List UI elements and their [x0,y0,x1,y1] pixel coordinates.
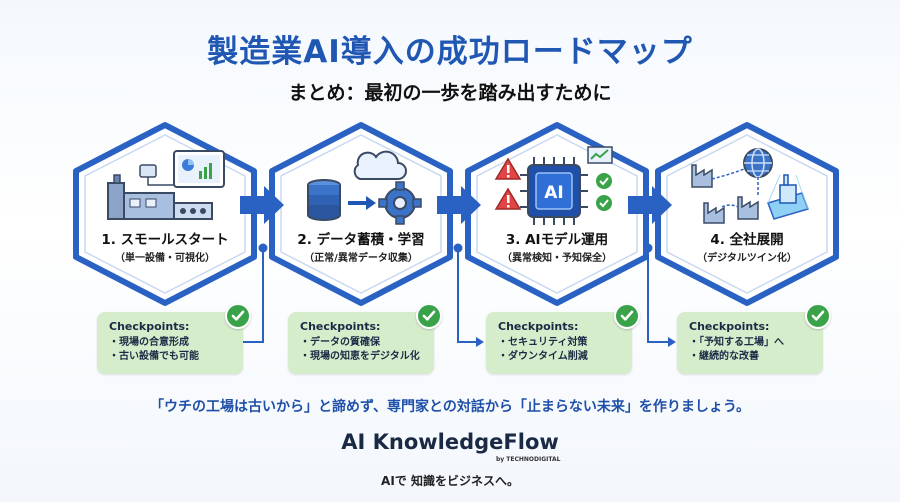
brand-tagline: AIで 知識をビジネスへ。 [381,474,519,488]
checkpoint-item: ・現場の合意形成 [109,337,189,348]
globe-factories-icon [691,148,809,224]
arrow-right-icon [437,186,481,224]
slogan: 「ウチの工場は古いから」と諦めず、専門家との対話から「止まらない未来」を作りまし… [149,399,751,415]
stage-title: 1. スモールスタート [101,232,229,248]
checkpoint-item: ・「予知する工場」へ [689,337,784,348]
ai-chip-icon: AI [494,146,613,225]
checkpoint-card-4: Checkpoints: ・「予知する工場」へ ・継続的な改善 [677,303,831,374]
stage-title: 3. AIモデル運用 [505,232,609,248]
stage-title: 2. データ蓄積・学習 [297,232,425,248]
checkpoint-card-2: Checkpoints: ・データの質確保 ・現場の知恵をデジタル化 [288,303,442,374]
page-subtitle: まとめ：最初の一歩を踏み出すために [288,82,612,104]
checkpoint-item: ・ダウンタイム削減 [498,351,588,362]
checkpoint-item: ・データの質確保 [300,337,380,348]
check-icon [225,303,251,329]
stage-1: 1. スモールスタート （単一設備・可視化） [70,121,260,307]
stage-subtitle: （デジタルツイン化） [697,253,797,264]
check-icon [805,303,831,329]
stage-subtitle: （単一設備・可視化） [115,253,215,264]
checkpoint-title: Checkpoints: [689,320,770,333]
factory-monitor-icon [107,150,225,220]
checkpoint-card-3: Checkpoints: ・セキュリティ対策 ・ダウンタイム削減 [486,303,640,374]
arrow-right-icon [240,186,284,224]
stage-3: AI 3. AIモデル運用 （異常検知・予知保全） [462,121,652,307]
checkpoint-title: Checkpoints: [498,320,579,333]
checkpoint-title: Checkpoints: [109,320,190,333]
checkpoint-item: ・セキュリティ対策 [498,337,588,348]
check-icon [416,303,442,329]
stage-2: 2. データ蓄積・学習 （正常/異常データ収集） [266,121,456,307]
stage-title: 4. 全社展開 [710,232,784,248]
stage-subtitle: （正常/異常データ収集） [304,253,418,264]
arrow-right-icon [628,186,672,224]
checkpoint-item: ・現場の知恵をデジタル化 [300,351,420,362]
check-icon [614,303,640,329]
stage-4: 4. 全社展開 （デジタルツイン化） [652,121,842,307]
checkpoint-card-1: Checkpoints: ・現場の合意形成 ・古い設備でも可能 [97,303,251,374]
page-title: 製造業AI導入の成功ロードマップ [207,34,693,70]
stage-subtitle: （異常検知・予知保全） [502,253,612,264]
checkpoint-item: ・継続的な改善 [689,351,759,362]
checkpoint-title: Checkpoints: [300,320,381,333]
svg-text:AI: AI [544,183,563,203]
database-gear-icon [307,150,422,225]
brand-byline: by TECHNODIGITAL [496,456,561,463]
brand-logo: AI KnowledgeFlow [341,430,559,454]
checkpoint-item: ・古い設備でも可能 [109,351,199,362]
